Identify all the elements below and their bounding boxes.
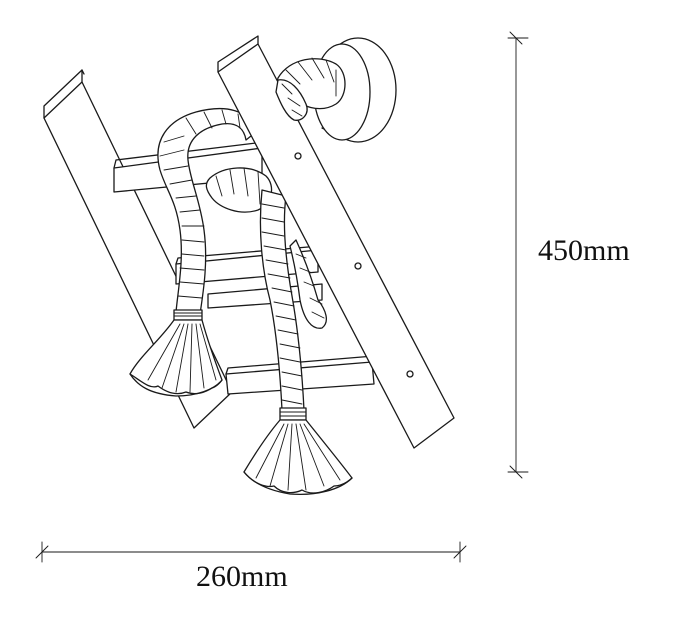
rope-right xyxy=(259,189,328,411)
rope-over-rail xyxy=(275,79,308,121)
rope-left xyxy=(157,108,257,315)
ladder-front-rail xyxy=(217,35,455,449)
rope-tassel-right xyxy=(243,407,353,496)
rope-tassel-left xyxy=(129,309,223,397)
height-dimension: 450mm xyxy=(507,31,630,479)
width-dimension: 260mm xyxy=(35,541,467,593)
height-dimension-label: 450mm xyxy=(538,234,630,267)
width-dimension-label: 260mm xyxy=(196,560,288,593)
